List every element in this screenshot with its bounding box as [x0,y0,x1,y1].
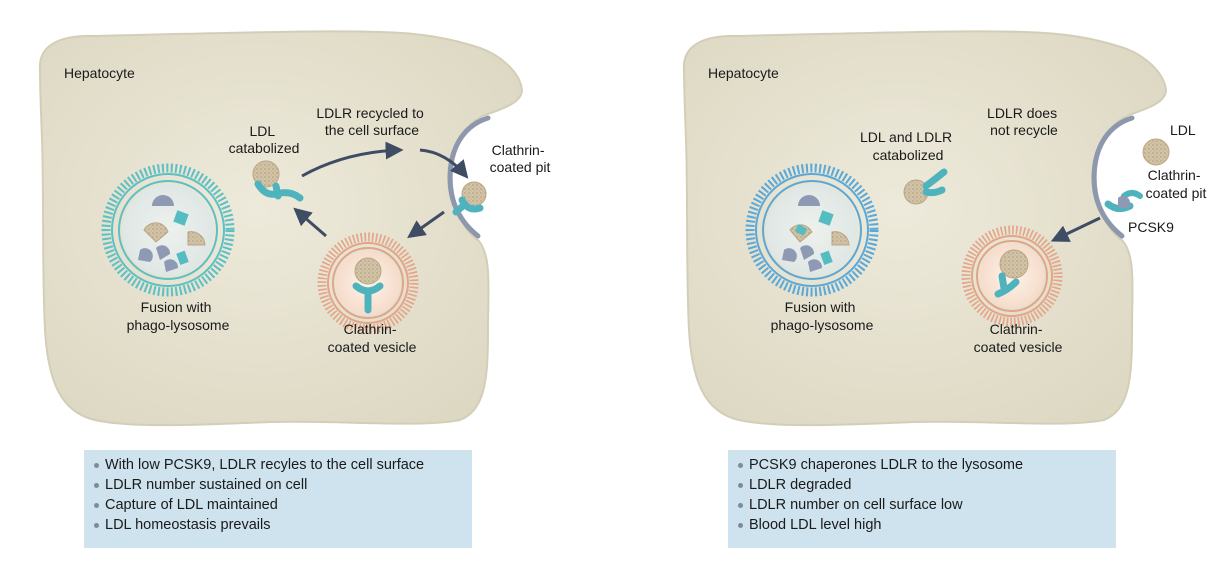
arrow-vesicle-to-catabolism-left [293,207,327,238]
clathrin-coated-vesicle-left [317,232,419,334]
hepatocyte-label-right: Hepatocyte [708,65,779,81]
bullet-icon [738,522,743,528]
info-item: PCSK9 chaperones LDLR to the lysosome [738,455,1104,475]
info-item: LDLR degraded [738,475,1104,495]
info-box-right: PCSK9 chaperones LDLR to the lysosome LD… [728,450,1116,548]
ldl-catabolized-complex-left [252,160,304,202]
pit-label-right: Clathrin- coated pit [1146,167,1207,201]
info-item: With low PCSK9, LDLR recyles to the cell… [94,455,460,475]
hepatocyte-label-left: Hepatocyte [64,65,135,81]
ldl-particle-right [1142,138,1170,166]
vesicle-label-left: Clathrin- coated vesicle [328,321,417,355]
lysosome-label-left: Fusion with phago-lysosome [127,299,230,333]
info-item: LDL homeostasis prevails [94,515,460,535]
bullet-icon [94,482,99,488]
lysosome-label-right: Fusion with phago-lysosome [771,299,874,333]
arrow-pit-to-vesicle-left [407,210,445,239]
bullet-icon [738,462,743,468]
no-recycle-label-right: LDLR does not recycle [987,105,1061,138]
ldl-label-right: LDL [1170,122,1196,138]
info-box-left: With low PCSK9, LDLR recyles to the cell… [84,450,472,548]
phago-lysosome-right [745,163,879,297]
right-panel: Hepatocyte LDLR does not recycle LDL and… [682,30,1207,427]
hepatocyte-cell-left [38,30,524,427]
hepatocyte-cell-right [682,30,1168,427]
bullet-icon [94,522,99,528]
bullet-icon [94,462,99,468]
clathrin-pit-membrane-right [1091,115,1135,239]
bullet-icon [738,482,743,488]
bullet-icon [94,502,99,508]
pcsk9-label-right: PCSK9 [1128,219,1174,235]
ldl-catabolized-label-left: LDL catabolized [229,123,300,156]
vesicle-label-right: Clathrin- coated vesicle [974,321,1063,355]
pit-label-left: Clathrin- coated pit [490,142,551,175]
catabolized-label-right: LDL and LDLR catabolized [860,129,956,163]
bullet-icon [738,502,743,508]
ldl-ldlr-catabolized-complex-right [903,168,948,205]
recycle-label-left: LDLR recycled to the cell surface [316,105,427,138]
info-item: Blood LDL level high [738,515,1104,535]
pit-pcsk9-receptor-right [1104,190,1143,213]
pit-ldl-receptor-left [452,181,487,216]
info-item: Capture of LDL maintained [94,495,460,515]
arrow-pit-to-vesicle-right [1050,216,1101,242]
arrow-recycle-left [301,141,404,178]
left-panel: Hepatocyte LDLR recycled to the cell sur… [38,30,551,427]
arrow-to-pit-left [419,148,469,179]
clathrin-coated-vesicle-right [961,225,1063,327]
info-item: LDLR number on cell surface low [738,495,1104,515]
info-item: LDLR number sustained on cell [94,475,460,495]
phago-lysosome-left [101,163,235,297]
